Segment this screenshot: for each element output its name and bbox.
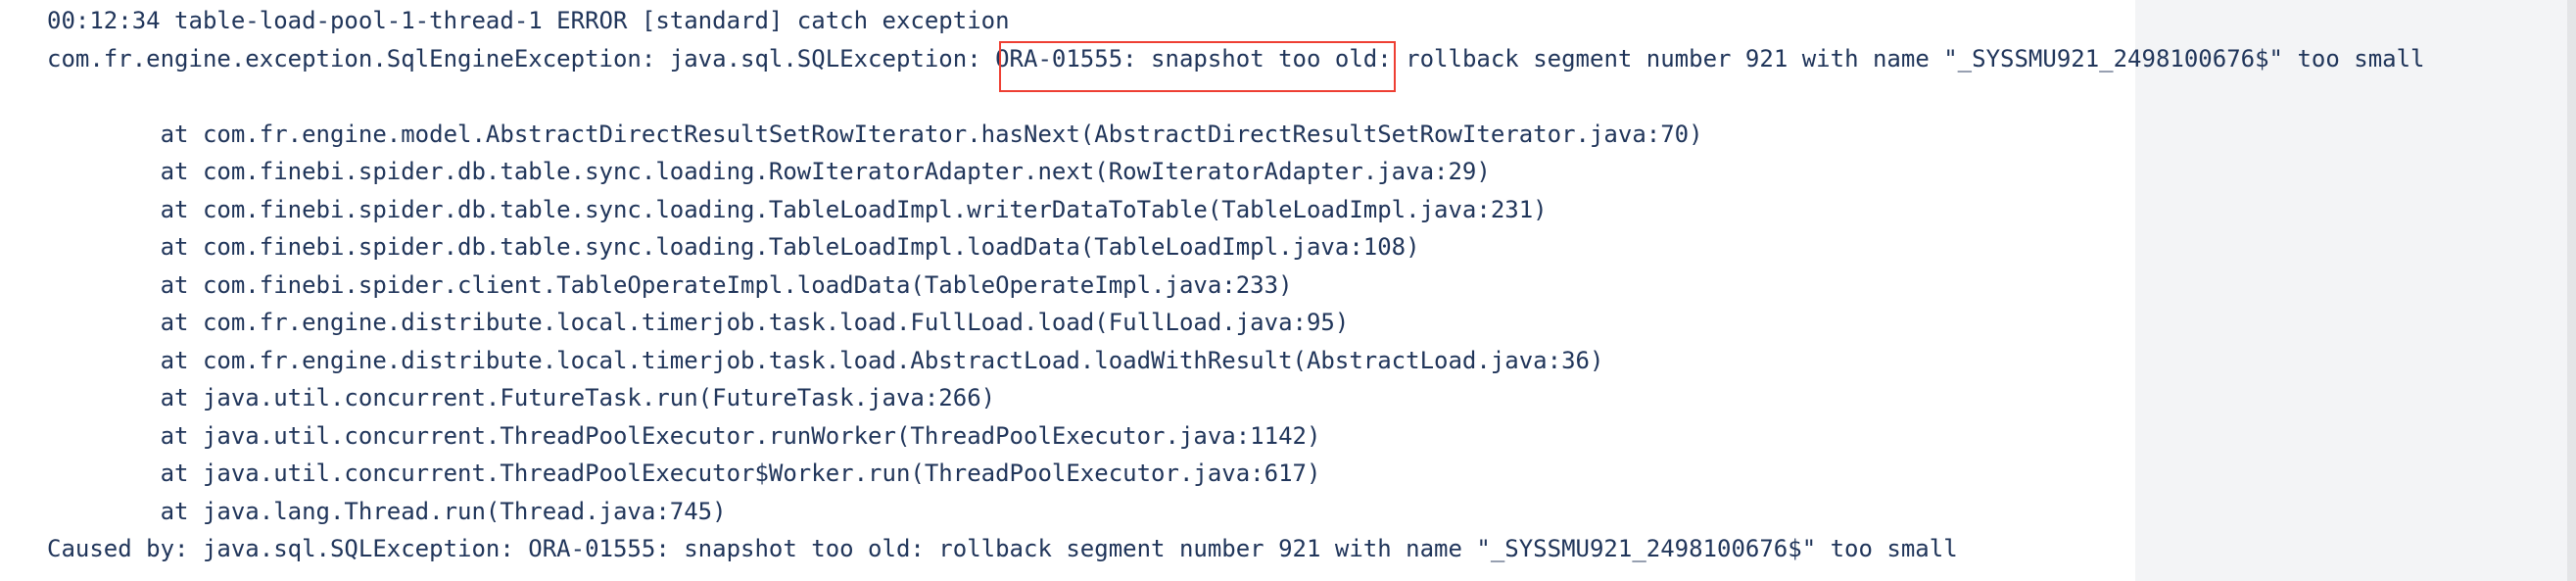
- stack-frame-line: at java.util.concurrent.FutureTask.run(F…: [47, 384, 996, 412]
- right-side-panel: [2135, 0, 2567, 581]
- stack-frame-line: at com.fr.engine.distribute.local.timerj…: [47, 346, 1604, 374]
- log-output: 00:12:34 table-load-pool-1-thread-1 ERRO…: [0, 2, 2425, 568]
- stack-frame-line: at com.fr.engine.model.AbstractDirectRes…: [47, 120, 1703, 148]
- stack-frame-line: at java.util.concurrent.ThreadPoolExecut…: [47, 421, 1321, 450]
- stack-frame-line: at com.fr.engine.distribute.local.timerj…: [47, 309, 1350, 336]
- exception-prefix-text: com.fr.engine.exception.SqlEngineExcepti…: [47, 44, 996, 73]
- log-line-exception: com.fr.engine.exception.SqlEngineExcepti…: [0, 40, 2425, 92]
- stack-frame-line: at com.finebi.spider.client.TableOperate…: [47, 270, 1293, 299]
- stack-frame-line: at java.util.concurrent.ThreadPoolExecut…: [47, 460, 1321, 487]
- log-line-header: 00:12:34 table-load-pool-1-thread-1 ERRO…: [47, 7, 1010, 34]
- log-line-caused-by: Caused by: java.sql.SQLException: ORA-01…: [47, 535, 1958, 562]
- log-blank-line: [0, 77, 2425, 116]
- vertical-scrollbar-track[interactable]: [2567, 0, 2576, 581]
- stack-frame-line: at com.finebi.spider.db.table.sync.loadi…: [47, 233, 1420, 261]
- stack-frame-line: at com.finebi.spider.db.table.sync.loadi…: [47, 195, 1548, 223]
- error-code-text: ORA-01555: snapshot too old: [995, 44, 1378, 73]
- exception-suffix-text: : rollback segment number 921 with name …: [1377, 44, 2425, 73]
- stack-frame-line: at com.finebi.spider.db.table.sync.loadi…: [47, 158, 1491, 185]
- stack-frame-line: at java.lang.Thread.run(Thread.java:745): [47, 497, 727, 525]
